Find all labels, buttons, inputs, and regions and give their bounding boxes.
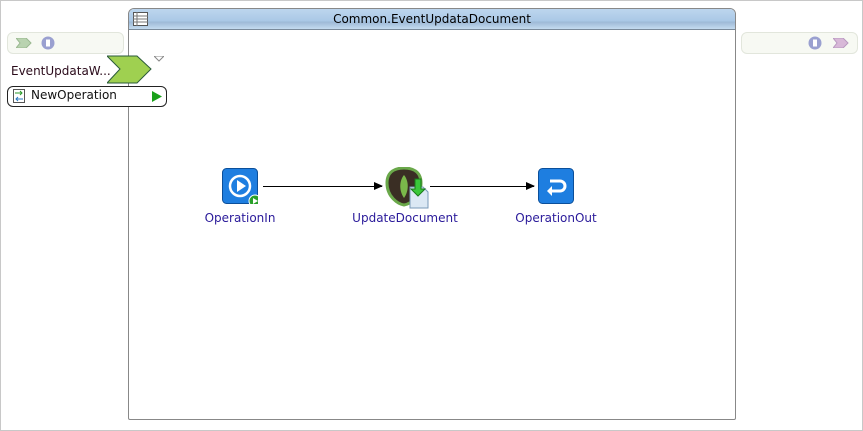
operation-icon [13,89,25,103]
connector [430,182,535,190]
node-label: UpdateDocument [352,211,458,225]
info-icon[interactable] [808,36,822,50]
frame-title: Common.EventUpdataDocument [333,12,531,26]
source-toolbar [7,32,124,54]
source-chevron-icon[interactable] [107,55,153,85]
frame-titlebar: Common.EventUpdataDocument [129,9,735,30]
play-icon[interactable] [152,91,163,102]
source-name[interactable]: EventUpdataW... [11,64,111,78]
operation-out-node[interactable] [538,168,574,204]
mongodb-update-node[interactable] [385,167,431,209]
connector [263,182,383,190]
operation-item[interactable]: NewOperation [7,86,167,107]
process-frame: Common.EventUpdataDocument [128,8,736,420]
node-label: OperationIn [204,211,276,225]
info-icon[interactable] [41,36,55,50]
target-toolbar [741,32,858,54]
operation-name: NewOperation [31,88,117,102]
operation-in-node[interactable] [222,168,258,204]
arrow-tag-icon[interactable] [16,38,32,48]
node-label: OperationOut [515,211,597,225]
table-icon [133,12,148,26]
arrow-tag-icon[interactable] [833,38,849,48]
dropdown-icon[interactable] [154,56,164,62]
